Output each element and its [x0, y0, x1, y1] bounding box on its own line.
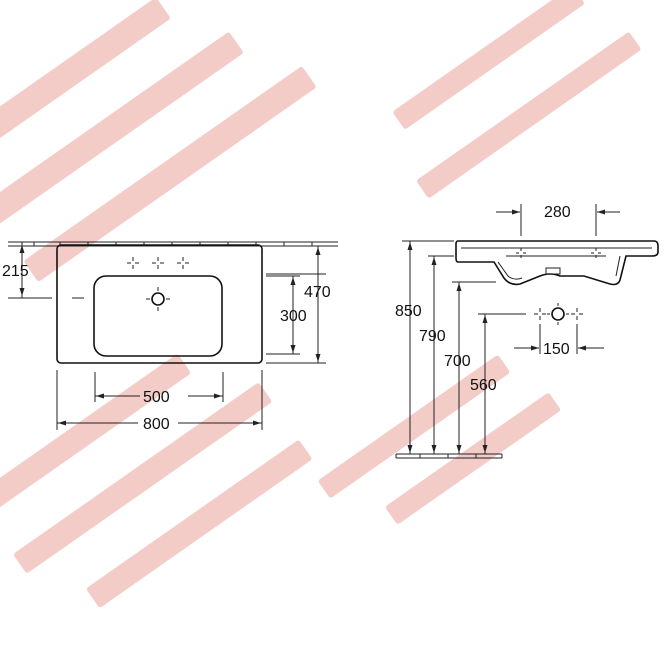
basin-outline [56, 244, 263, 364]
dim-label-150: 150 [543, 341, 570, 358]
dim-label-700: 700 [444, 353, 471, 370]
top-view: 215 470 300 500 [2, 241, 338, 433]
dimension-150 [514, 324, 604, 354]
dimension-470 [266, 246, 326, 364]
dim-label-280: 280 [544, 204, 571, 221]
dimension-800 [56, 370, 263, 430]
dim-label-800: 800 [143, 416, 170, 433]
dim-label-300: 300 [280, 308, 307, 325]
basin-profile [455, 240, 659, 286]
dim-label-215: 215 [2, 263, 29, 280]
dimension-790 [428, 255, 454, 454]
watermark-logo [0, 0, 641, 608]
dimension-215 [8, 242, 84, 299]
dim-label-850: 850 [395, 303, 422, 320]
dimension-560 [478, 313, 526, 454]
dim-label-470: 470 [304, 284, 331, 301]
tap-hole-markers [127, 257, 189, 269]
dim-label-500: 500 [143, 389, 170, 406]
dimension-500 [94, 372, 224, 402]
dimension-300 [266, 275, 300, 355]
side-view: 280 850 790 [395, 204, 659, 459]
drain-marker [146, 287, 170, 311]
side-tap-hole-markers [516, 248, 601, 258]
basin-bowl [93, 275, 223, 357]
dim-label-560: 560 [470, 377, 497, 394]
front-tap-markers [534, 303, 583, 325]
dimension-280 [496, 204, 620, 236]
dim-label-790: 790 [419, 328, 446, 345]
floor-line [395, 453, 503, 459]
dimension-700 [452, 281, 496, 454]
dimension-850 [402, 240, 454, 454]
